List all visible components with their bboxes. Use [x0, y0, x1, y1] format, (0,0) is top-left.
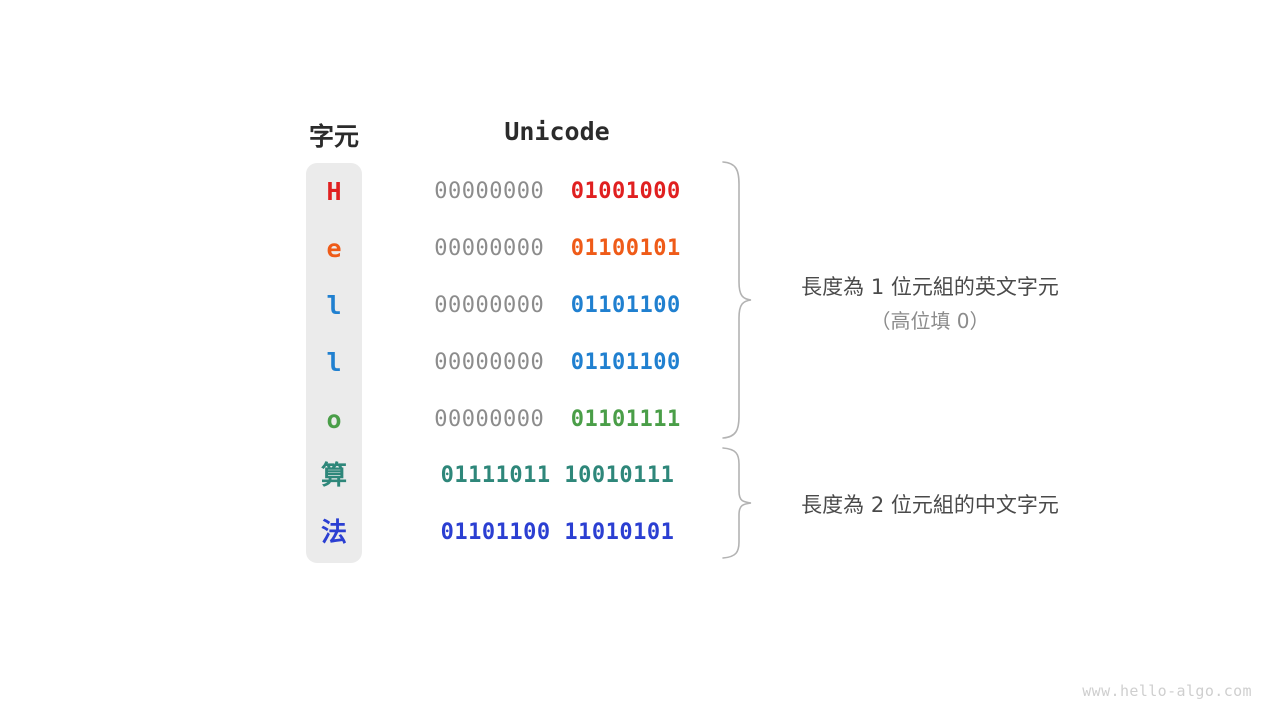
character-cell: H: [326, 177, 342, 206]
annotation-two-byte: 長度為 2 位元組的中文字元: [770, 488, 1090, 523]
brace-one-byte-icon: [722, 161, 752, 439]
brace-group: [722, 161, 752, 559]
binary-byte-gap: [544, 236, 571, 261]
annotation-one-byte-sub: （高位填 0）: [870, 308, 990, 333]
annotation-two-byte-main: 長度為 2 位元組的中文字元: [801, 493, 1059, 517]
brace-two-byte-icon: [722, 447, 752, 559]
binary-row: 00000000 01100101: [395, 229, 720, 269]
character-cell: l: [326, 291, 342, 320]
binary-padding-bits: 00000000: [434, 407, 545, 432]
watermark: www.hello-algo.com: [1082, 682, 1252, 700]
annotation-one-byte-main: 長度為 1 位元組的英文字元: [801, 275, 1059, 299]
character-cell: 算: [320, 461, 347, 491]
binary-row: 00000000 01101100: [395, 343, 720, 383]
character-cell: o: [326, 405, 342, 434]
character-cell: e: [326, 234, 342, 263]
annotation-one-byte: 長度為 1 位元組的英文字元 （高位填 0）: [770, 270, 1090, 338]
binary-padding-bits: 00000000: [434, 236, 545, 261]
character-cell: 法: [320, 518, 347, 548]
binary-value-bits: 01101100 11010101: [440, 520, 675, 545]
binary-byte-gap: [544, 350, 571, 375]
binary-row: 00000000 01101100: [395, 286, 720, 326]
binary-row: 00000000 01101111: [395, 400, 720, 440]
header-unicode: Unicode: [504, 117, 610, 146]
header-character: 字元: [308, 122, 359, 151]
binary-value-bits: 01101111: [570, 407, 681, 432]
binary-value-bits: 01001000: [570, 179, 681, 204]
binary-byte-gap: [544, 407, 571, 432]
binary-row: 01101100 11010101: [395, 513, 720, 553]
binary-byte-gap: [544, 179, 571, 204]
binary-value-bits: 01101100: [570, 293, 681, 318]
binary-padding-bits: 00000000: [434, 350, 545, 375]
binary-value-bits: 01100101: [570, 236, 681, 261]
binary-value-bits: 01111011 10010111: [440, 463, 675, 488]
binary-byte-gap: [544, 293, 571, 318]
binary-row: 01111011 10010111: [395, 456, 720, 496]
binary-padding-bits: 00000000: [434, 293, 545, 318]
binary-row: 00000000 01001000: [395, 172, 720, 212]
binary-value-bits: 01101100: [570, 350, 681, 375]
binary-padding-bits: 00000000: [434, 179, 545, 204]
character-column-background: [306, 163, 362, 563]
character-cell: l: [326, 348, 342, 377]
